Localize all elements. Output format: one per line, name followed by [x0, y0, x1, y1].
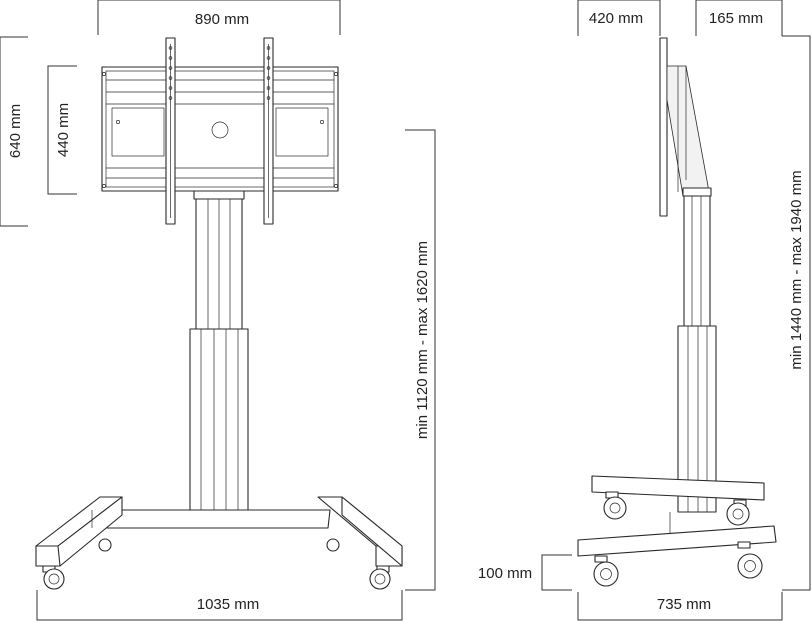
- side-base: [577, 475, 777, 557]
- base-depth-label: 735 mm: [657, 596, 711, 613]
- side-height-range-label: min 1440 mm - max 1940 mm: [788, 170, 805, 369]
- side-view: 420 mm 165 mm min 1440 mm - max 1940 mm …: [478, 0, 811, 621]
- side-dimension-lines: [541, 0, 811, 621]
- front-width-label: 890 mm: [195, 11, 249, 28]
- ground-clearance-label: 100 mm: [478, 565, 532, 582]
- front-display-panel: [101, 66, 339, 192]
- side-display-panel: [659, 37, 712, 217]
- inner-height-label: 440 mm: [55, 103, 72, 157]
- outer-height-label: 640 mm: [7, 104, 24, 158]
- front-base: [35, 496, 403, 567]
- side-depth-top-label: 420 mm: [589, 10, 643, 27]
- front-view: 890 mm 640 mm 440 mm min 1120 mm - max 1…: [0, 0, 436, 621]
- side-offset-label: 165 mm: [709, 10, 763, 27]
- front-column: [189, 190, 249, 522]
- front-casters: [42, 538, 391, 590]
- front-dimension-lines: [0, 0, 436, 621]
- side-column: [677, 195, 717, 513]
- base-width-label: 1035 mm: [197, 596, 260, 613]
- front-mounting-brackets: [165, 37, 274, 225]
- side-casters: [593, 491, 763, 587]
- front-height-range-label: min 1120 mm - max 1620 mm: [414, 241, 431, 439]
